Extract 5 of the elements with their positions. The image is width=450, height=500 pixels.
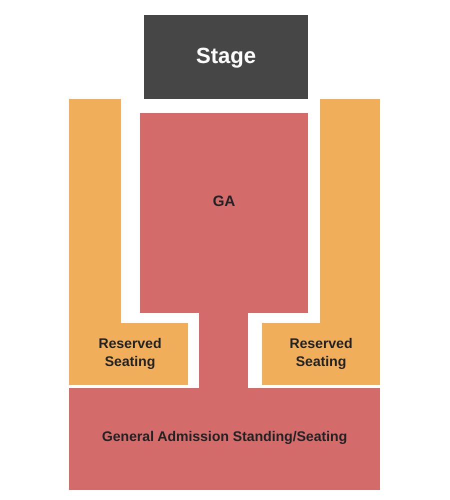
stage-label: Stage <box>195 42 257 70</box>
section-label: General Admission Standing/Seating <box>100 428 348 446</box>
section-label: GA <box>212 193 236 212</box>
section-label: Reserved Seating <box>288 335 354 370</box>
section-label: Reserved Seating <box>97 335 163 370</box>
